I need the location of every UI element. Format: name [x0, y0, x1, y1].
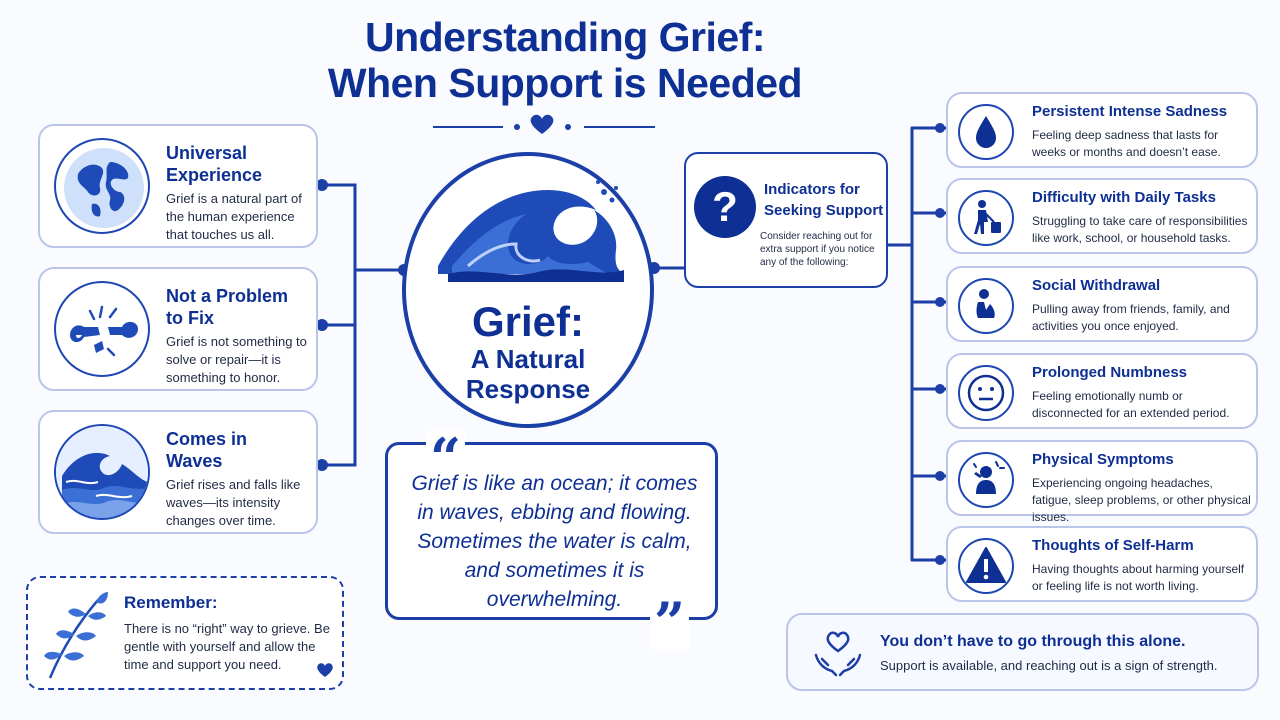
center-grief-circle: Grief: A Natural Response [402, 152, 654, 428]
person-sitting-alone-icon [958, 278, 1014, 334]
card-universal-experience: Universal Experience Grief is a natural … [38, 124, 318, 248]
sign-prolonged-numbness: Prolonged Numbness Feeling emotionally n… [946, 353, 1258, 429]
center-title: Grief: [471, 298, 584, 345]
card-heading: Comes in Waves [166, 429, 248, 471]
neutral-face-icon [958, 365, 1014, 421]
sign-social-withdrawal: Social Withdrawal Pulling away from frie… [946, 266, 1258, 342]
sign-self-harm: Thoughts of Self-Harm Having thoughts ab… [946, 526, 1258, 602]
sign-heading: Prolonged Numbness [1032, 364, 1188, 381]
sign-heading: Persistent Intense Sadness [1032, 103, 1228, 120]
remember-heading: Remember: [124, 593, 218, 612]
remember-box: Remember: There is no “right” way to gri… [26, 576, 344, 690]
card-not-a-problem: Not a Problem to Fix Grief is not someth… [38, 267, 318, 391]
sign-heading: Physical Symptoms [1032, 451, 1174, 468]
broken-wrench-icon [54, 281, 150, 377]
card-comes-in-waves: Comes in Waves Grief rises and falls lik… [38, 410, 318, 534]
support-heading: You don’t have to go through this alone. [880, 633, 1186, 650]
open-quote-icon: “ [426, 431, 466, 485]
indicators-card: ? Indicators for Seeking Support Conside… [684, 152, 888, 288]
sign-persistent-sadness: Persistent Intense Sadness Feeling deep … [946, 92, 1258, 168]
question-mark-icon: ? [694, 176, 756, 238]
sign-description: Pulling away from friends, family, and a… [1032, 302, 1230, 333]
center-subtitle-line2: Response [465, 374, 591, 404]
heart-icon [317, 663, 333, 677]
sign-description: Struggling to take care of responsibilit… [1032, 214, 1248, 245]
sign-heading: Social Withdrawal [1032, 277, 1161, 294]
hands-heart-icon [814, 631, 862, 677]
sign-description: Feeling emotionally numb or disconnected… [1032, 389, 1230, 420]
sign-description: Having thoughts about harming yourself o… [1032, 562, 1245, 593]
close-quote-icon: ” [650, 595, 690, 649]
card-description: Grief is a natural part of the human exp… [166, 191, 302, 242]
support-text: Support is available, and reaching out i… [880, 658, 1218, 673]
remember-text: There is no “right” way to grieve. Be ge… [124, 621, 330, 672]
indicators-heading-line1: Indicators for [764, 181, 860, 198]
wave-icon [54, 424, 150, 520]
quote-box: “ Grief is like an ocean; it comes in wa… [385, 431, 718, 649]
warning-triangle-icon [958, 538, 1014, 594]
sign-daily-tasks: Difficulty with Daily Tasks Struggling t… [946, 178, 1258, 254]
card-heading: Not a Problem to Fix [166, 286, 289, 328]
card-description: Grief is not something to solve or repai… [166, 334, 307, 385]
page-title-line1: Understanding Grief: [364, 14, 766, 60]
sign-heading: Thoughts of Self-Harm [1032, 537, 1194, 554]
quote-text: Grief is like an ocean; it comes in wave… [411, 472, 698, 611]
leaf-branch-icon [44, 592, 108, 679]
indicators-description: Consider reaching out for extra support … [760, 231, 875, 268]
teardrop-icon [958, 104, 1014, 160]
card-heading: Universal Experience [166, 143, 263, 185]
sign-description: Experiencing ongoing headaches, fatigue,… [1032, 476, 1251, 524]
globe-icon [54, 138, 150, 234]
card-description: Grief rises and falls like waves—its int… [166, 477, 301, 528]
center-subtitle-line1: A Natural [470, 344, 586, 374]
page-title-line2: When Support is Needed [327, 60, 803, 106]
person-chores-icon [958, 190, 1014, 246]
person-headache-icon [958, 452, 1014, 508]
indicators-heading-line2: Seeking Support [764, 202, 884, 219]
support-banner: You don’t have to go through this alone.… [786, 613, 1259, 691]
sign-physical-symptoms: Physical Symptoms Experiencing ongoing h… [946, 440, 1258, 524]
ocean-wave-icon [438, 180, 624, 282]
sign-heading: Difficulty with Daily Tasks [1032, 189, 1216, 206]
sign-description: Feeling deep sadness that lasts for week… [1032, 128, 1221, 159]
